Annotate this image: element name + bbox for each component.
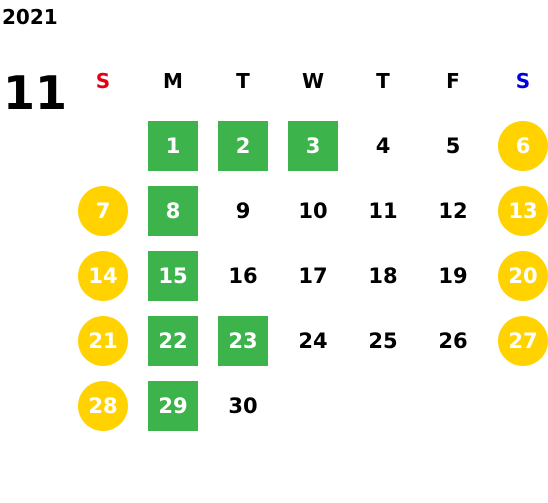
weekday-header: W	[301, 68, 325, 93]
day-cell[interactable]: 4	[348, 113, 418, 178]
day-number: 12	[438, 198, 468, 223]
day-number: 25	[368, 328, 398, 353]
day-number: 15	[148, 250, 198, 301]
day-cell[interactable]: 11	[348, 178, 418, 243]
empty-cell	[68, 113, 138, 178]
day-number: 4	[375, 133, 391, 158]
day-cell[interactable]: 1	[138, 113, 208, 178]
day-cell[interactable]: 23	[208, 308, 278, 373]
day-number: 5	[445, 133, 461, 158]
day-cell[interactable]: 26	[418, 308, 488, 373]
day-cell[interactable]: 17	[278, 243, 348, 308]
day-cell[interactable]: 29	[138, 373, 208, 438]
day-cell[interactable]: 25	[348, 308, 418, 373]
day-cell[interactable]: 22	[138, 308, 208, 373]
day-number: 30	[228, 393, 258, 418]
day-cell[interactable]: 2	[208, 113, 278, 178]
day-cell[interactable]: 7	[68, 178, 138, 243]
month-number: 11	[3, 66, 68, 120]
day-number: 16	[228, 263, 258, 288]
day-number: 7	[78, 185, 128, 236]
day-cell[interactable]: 18	[348, 243, 418, 308]
day-cell[interactable]: 10	[278, 178, 348, 243]
day-number: 18	[368, 263, 398, 288]
weekday-header: F	[446, 68, 460, 93]
weekday-header: T	[376, 68, 390, 93]
day-cell[interactable]: 20	[488, 243, 548, 308]
day-number: 27	[498, 315, 548, 366]
day-number: 6	[498, 120, 548, 171]
day-cell[interactable]: 12	[418, 178, 488, 243]
day-cell[interactable]: 30	[208, 373, 278, 438]
day-number: 17	[298, 263, 328, 288]
weekday-header: M	[163, 68, 183, 93]
day-number: 26	[438, 328, 468, 353]
day-cell[interactable]: 8	[138, 178, 208, 243]
day-number: 13	[498, 185, 548, 236]
day-cell[interactable]: 5	[418, 113, 488, 178]
day-cell[interactable]: 3	[278, 113, 348, 178]
day-cell[interactable]: 16	[208, 243, 278, 308]
weekday-header: S	[95, 68, 111, 93]
day-number: 21	[78, 315, 128, 366]
day-number: 19	[438, 263, 468, 288]
day-number: 20	[498, 250, 548, 301]
day-cell[interactable]: 13	[488, 178, 548, 243]
day-number: 9	[235, 198, 251, 223]
day-number: 11	[368, 198, 398, 223]
day-number: 8	[148, 185, 198, 236]
day-number: 3	[288, 120, 338, 171]
day-number: 28	[78, 380, 128, 431]
weekday-header: S	[515, 68, 531, 93]
day-cell[interactable]: 19	[418, 243, 488, 308]
day-cell[interactable]: 14	[68, 243, 138, 308]
day-cell[interactable]: 21	[68, 308, 138, 373]
day-number: 22	[148, 315, 198, 366]
day-cell[interactable]: 27	[488, 308, 548, 373]
year-label: 2021	[2, 5, 58, 29]
day-number: 24	[298, 328, 328, 353]
day-number: 1	[148, 120, 198, 171]
weekday-header: T	[236, 68, 250, 93]
day-cell[interactable]: 28	[68, 373, 138, 438]
day-cell[interactable]: 9	[208, 178, 278, 243]
day-cell[interactable]: 24	[278, 308, 348, 373]
day-number: 10	[298, 198, 328, 223]
day-number: 29	[148, 380, 198, 431]
day-number: 2	[218, 120, 268, 171]
day-number: 14	[78, 250, 128, 301]
day-cell[interactable]: 15	[138, 243, 208, 308]
day-cell[interactable]: 6	[488, 113, 548, 178]
day-number: 23	[218, 315, 268, 366]
